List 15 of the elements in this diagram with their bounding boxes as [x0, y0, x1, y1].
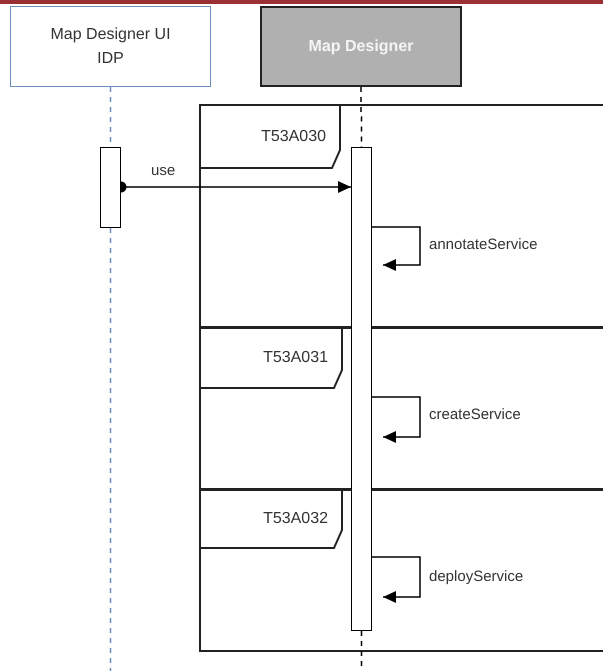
- participant-name: Map Designer: [308, 36, 414, 56]
- fragment-label: T53A030: [261, 128, 326, 146]
- fragment-label: T53A031: [263, 348, 328, 366]
- participant-box: [10, 6, 211, 87]
- edge-label: deployService: [428, 568, 524, 586]
- self-message-arrow: [372, 556, 421, 603]
- lifeline: [110, 228, 112, 671]
- participant-name: Map Designer UI IDP: [49, 24, 172, 68]
- activation-bar: [100, 147, 121, 228]
- participant-box: [260, 6, 462, 87]
- activation-bar: [351, 147, 372, 631]
- fragment-label: T53A032: [263, 510, 328, 528]
- lifeline: [360, 87, 362, 147]
- self-message-arrow: [372, 226, 421, 271]
- self-message-arrow: [372, 396, 421, 443]
